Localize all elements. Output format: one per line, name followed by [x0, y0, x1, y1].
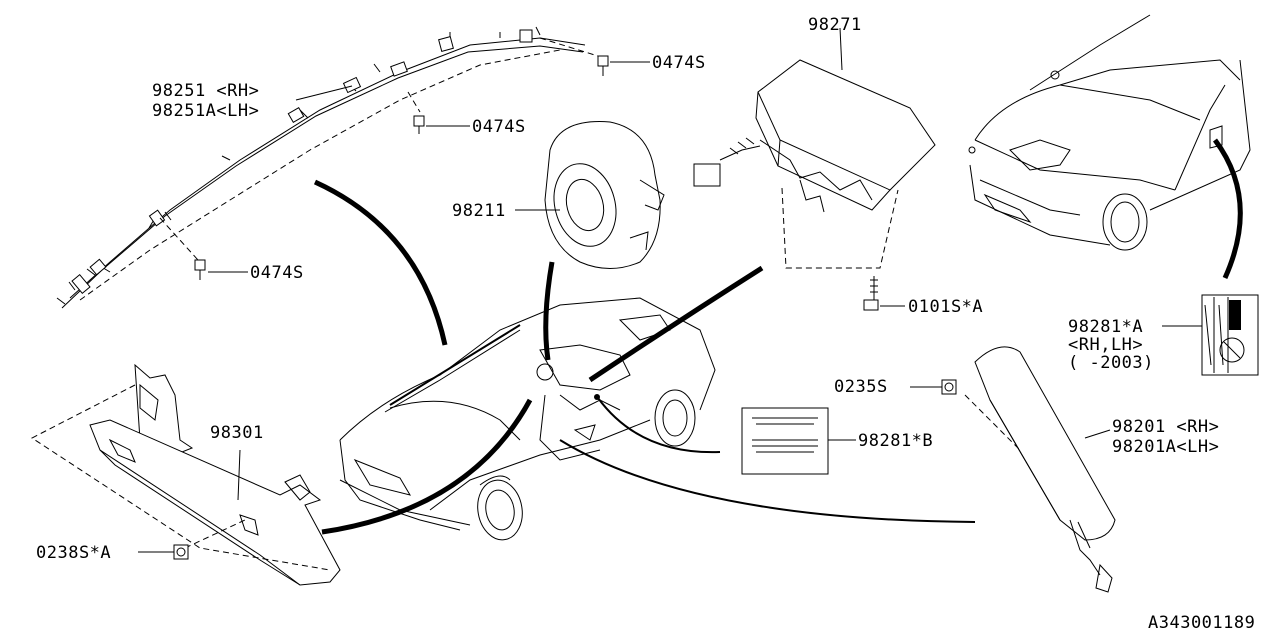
steering-airbag-drawing	[544, 121, 665, 269]
knee-nut-label: 0238S*A	[36, 543, 111, 563]
warning-label-b-label: 98281*B	[858, 431, 933, 451]
warning-label-a-sub2: ( -2003)	[1068, 353, 1154, 373]
main-car-drawing	[339, 297, 716, 541]
knee-airbag-label: 98301	[210, 423, 264, 443]
callout-side-to-car	[559, 439, 976, 523]
knee-airbag-drawing	[89, 363, 341, 586]
side-nut-icon	[941, 379, 957, 395]
bolt-lower-icon	[159, 217, 206, 280]
bolt-mid-icon	[407, 91, 425, 134]
warning-label-b	[741, 407, 829, 475]
callout-passenger-to-car	[588, 265, 764, 383]
passenger-airbag-leader	[839, 27, 843, 71]
side-nut-label: 0235S	[834, 377, 888, 397]
curtain-airbag-leader	[295, 85, 353, 101]
bolt-lower-label: 0474S	[250, 263, 304, 283]
side-airbag-label-rh: 98201 <RH>	[1112, 417, 1219, 437]
side-airbag-leader	[1084, 429, 1111, 439]
passenger-bolt-icon	[863, 276, 879, 311]
bolt-top-label: 0474S	[652, 53, 706, 73]
passenger-bolt-label: 0101S*A	[908, 297, 983, 317]
warning-label-a	[1201, 294, 1259, 376]
side-airbag-label-lh: 98201A<LH>	[1112, 437, 1219, 457]
curtain-airbag-drawing	[56, 26, 586, 309]
callout-label-b-to-car	[597, 397, 721, 454]
passenger-airbag-drawing	[693, 59, 936, 213]
bolt-top-icon	[539, 37, 609, 76]
curtain-airbag-label-rh: 98251 <RH>	[152, 81, 259, 101]
callout-curtain-to-car	[313, 179, 448, 346]
callout-steering-to-car	[543, 261, 555, 361]
diagram-id: A343001189	[1148, 613, 1255, 633]
side-airbag-drawing	[974, 346, 1116, 593]
knee-airbag-leader	[237, 449, 241, 501]
callout-knee-to-car	[321, 398, 533, 535]
warning-label-a-sub1: <RH,LH>	[1068, 335, 1143, 355]
warning-label-a-label: 98281*A	[1068, 317, 1143, 337]
passenger-airbag-label: 98271	[808, 15, 862, 35]
steering-airbag-label: 98211	[452, 201, 506, 221]
passenger-airbag-dash-frame	[781, 187, 899, 269]
curtain-airbag-label-lh: 98251A<LH>	[152, 101, 259, 121]
side-airbag-dash	[964, 394, 1021, 451]
vehicle-front-drawing	[968, 14, 1251, 251]
knee-airbag-dash	[31, 384, 331, 571]
vehicle-front-callout-line	[1212, 138, 1243, 280]
bolt-mid-label: 0474S	[472, 117, 526, 137]
